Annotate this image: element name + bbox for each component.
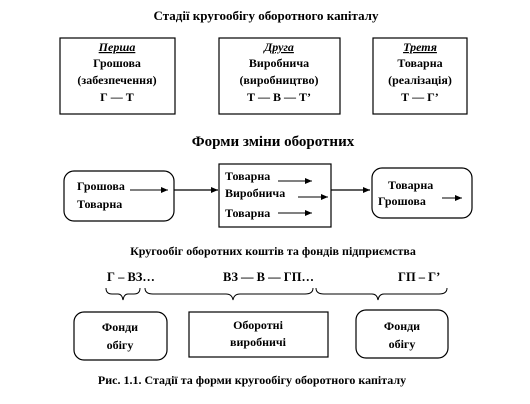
stage-box-1: Перша Грошова (забезпечення) Г — Т	[59, 37, 176, 115]
stage-2-formula: Т — В — Т’	[247, 90, 311, 104]
forms-left-box: Грошова Товарна	[63, 170, 175, 222]
stage-1-ordinal: Перша	[98, 40, 136, 54]
stage-2-ordinal: Друга	[263, 40, 294, 54]
forms-middle-item-3: Товарна	[225, 206, 270, 220]
forms-middle-item-1: Товарна	[225, 169, 270, 183]
stage-1-sub: (забезпечення)	[77, 73, 156, 87]
circulation-box-2-line1: Оборотні	[233, 318, 284, 332]
brace-3	[315, 287, 448, 301]
stage-3-ordinal: Третя	[403, 40, 437, 54]
circulation-box-1-line2: обігу	[107, 338, 134, 352]
circulation-formula-2: ВЗ — В — ГП…	[223, 270, 314, 284]
stage-1-formula: Г — Т	[100, 90, 134, 104]
forms-left-item-2: Товарна	[77, 197, 122, 211]
forms-left-item-1: Грошова	[77, 179, 125, 193]
figure-caption: Рис. 1.1. Стадії та форми кругообігу обо…	[98, 373, 406, 387]
circulation-box-3-line2: обігу	[389, 337, 416, 351]
stage-3-sub: (реалізація)	[388, 73, 452, 87]
circulation-box-1: Фонди обігу	[73, 311, 168, 361]
circulation-box-2-line2: виробничі	[230, 335, 287, 349]
circulation-box-1-line1: Фонди	[102, 320, 138, 334]
stage-3-name: Товарна	[397, 56, 442, 70]
forms-right-item-2: Грошова	[378, 194, 426, 208]
circulation-title: Кругообіг оборотних коштів та фондів під…	[130, 244, 416, 258]
brace-2	[144, 287, 314, 301]
forms-right-item-1: Товарна	[388, 178, 433, 192]
forms-middle-box: Товарна Виробнича Товарна	[218, 163, 332, 228]
circulation-formula-1: Г – ВЗ…	[107, 270, 155, 284]
forms-middle-item-2: Виробнича	[225, 186, 285, 200]
circulation-box-3: Фонди обігу	[355, 309, 449, 359]
forms-title: Форми зміни оборотних	[192, 134, 355, 150]
stages-title: Стадії кругообігу оборотного капіталу	[154, 8, 379, 23]
circulation-box-3-line1: Фонди	[384, 319, 420, 333]
circulation-formula-3: ГП – Г’	[398, 270, 440, 284]
stage-2-name: Виробнича	[249, 56, 309, 70]
stage-box-2: Друга Виробнича (виробництво) Т — В — Т’	[218, 37, 341, 115]
stage-3-formula: Т — Г’	[401, 90, 439, 104]
stage-box-3: Третя Товарна (реалізація) Т — Г’	[372, 37, 468, 115]
stage-1-name: Грошова	[93, 56, 141, 70]
brace-1	[105, 287, 141, 301]
circulation-box-2: Оборотні виробничі	[188, 311, 329, 358]
stage-2-sub: (виробництво)	[239, 73, 318, 87]
forms-right-box: Товарна Грошова	[371, 167, 473, 219]
